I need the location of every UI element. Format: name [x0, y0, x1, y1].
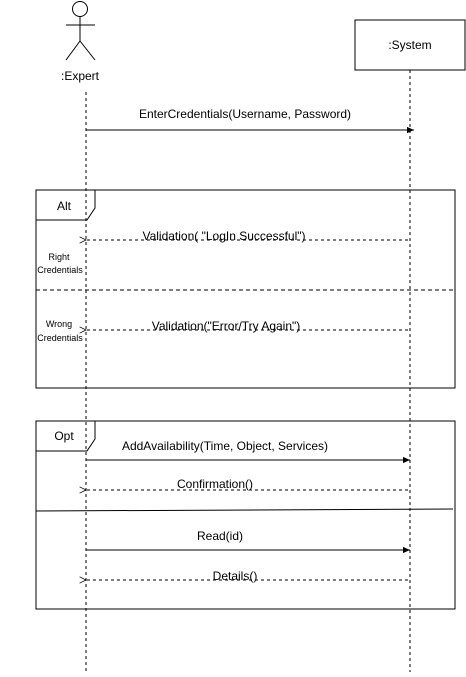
details-label: Details()	[213, 569, 258, 583]
read-label: Read(id)	[197, 529, 243, 543]
opt-separator	[35, 508, 454, 512]
alt-guard-right-line1: Right	[48, 252, 70, 262]
expert-actor-icon[interactable]	[65, 1, 96, 61]
confirmation-label: Confirmation()	[177, 477, 253, 491]
opt-fragment	[35, 420, 456, 610]
validation-success-label: Validation( "LogIn Successful")	[142, 229, 305, 243]
opt-fragment-label: Opt	[54, 429, 74, 443]
expert-actor-label: :Expert	[61, 69, 100, 83]
system-lifeline-label: :System	[388, 38, 431, 52]
alt-guard-right-line2: Credentials	[37, 265, 83, 275]
alt-guard-wrong-line2: Credentials	[37, 333, 83, 343]
add-availability-label: AddAvailability(Time, Object, Services)	[122, 439, 328, 453]
opt-fragment-tab	[36, 420, 96, 452]
alt-fragment	[35, 189, 456, 389]
alt-guard-wrong-line1: Wrong	[46, 319, 72, 329]
alt-fragment-label: Alt	[57, 199, 72, 213]
system-lifeline-head[interactable]	[354, 19, 466, 71]
enter-credentials-label: EnterCredentials(Username, Password)	[139, 107, 351, 121]
validation-error-label: Validation("Error/Try Again")	[152, 319, 301, 333]
alt-fragment-tab	[36, 189, 96, 221]
